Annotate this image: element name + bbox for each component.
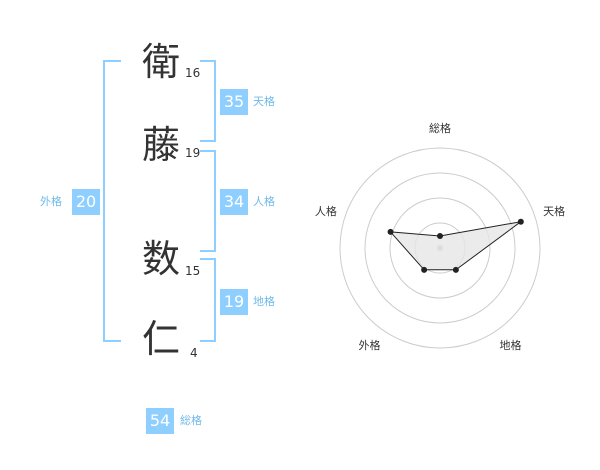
tenkaku-bracket xyxy=(200,60,216,142)
radar-series-polygon xyxy=(389,221,522,271)
jinkaku-value: 34 xyxy=(220,189,248,215)
stroke-count-2: 19 xyxy=(185,146,201,160)
stroke-count-1: 16 xyxy=(185,66,201,80)
radar-axis-label-0: 総格 xyxy=(429,121,451,135)
gaikaku-label: 外格 xyxy=(40,195,62,208)
stroke-count-4: 4 xyxy=(190,346,198,360)
chikaku-bracket xyxy=(200,258,216,342)
radar-point-1 xyxy=(517,218,524,225)
tenkaku-value: 35 xyxy=(220,89,248,115)
radar-point-3 xyxy=(421,266,428,273)
radar-ring-2 xyxy=(389,197,491,299)
radar-point-0 xyxy=(437,233,443,239)
radar-ring-3 xyxy=(364,172,516,324)
radar-point-4 xyxy=(387,228,394,235)
name-char-1: 衛 xyxy=(142,40,181,84)
gaikaku-value: 20 xyxy=(72,189,100,215)
radar-axis-label-2: 地格 xyxy=(500,338,522,352)
jinkaku-bracket xyxy=(200,150,216,252)
stroke-count-3: 15 xyxy=(185,264,201,278)
name-char-3: 数 xyxy=(142,237,181,281)
name-char-4: 仁 xyxy=(142,317,181,361)
radar-axis-label-3: 外格 xyxy=(358,338,380,352)
radar-point-2 xyxy=(452,266,459,273)
radar-axis-label-1: 天格 xyxy=(543,204,565,218)
gaikaku-bracket xyxy=(103,60,121,342)
radar-axis-label-4: 人格 xyxy=(315,204,337,218)
chikaku-label: 地格 xyxy=(253,295,275,308)
jinkaku-label: 人格 xyxy=(253,195,275,208)
chikaku-value: 19 xyxy=(220,289,248,315)
soukaku-label: 総格 xyxy=(180,414,202,427)
name-char-2: 藤 xyxy=(142,123,181,167)
soukaku-value: 54 xyxy=(146,408,174,434)
radar-ring-4 xyxy=(339,147,541,349)
tenkaku-label: 天格 xyxy=(253,95,275,108)
